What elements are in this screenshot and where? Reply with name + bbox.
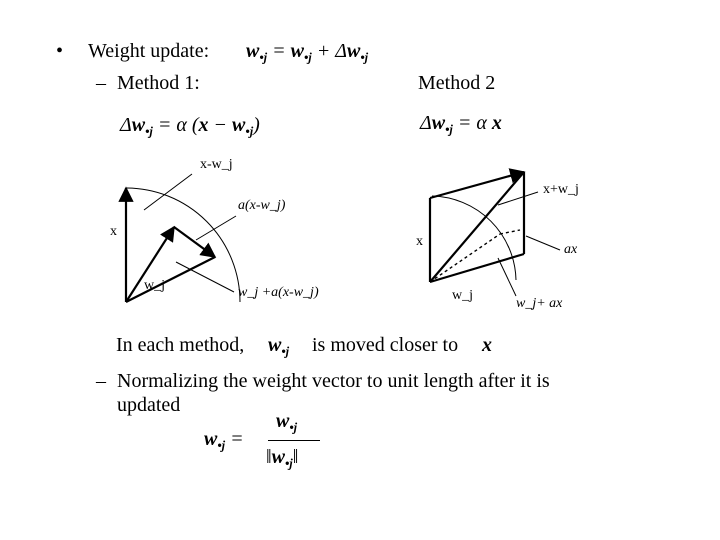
normalized-dashed-line xyxy=(429,233,501,283)
method1-equation: Δw•j = α (x − w•j) xyxy=(120,114,260,139)
diag1-sum-label: w_j +a(x-w_j) xyxy=(238,285,319,300)
diag1-xw-label: x-w_j xyxy=(200,157,233,172)
closer-text-pre: In each method, xyxy=(116,334,245,356)
updated-vector-line xyxy=(125,256,216,303)
diag2-sum-label: w_j+ ax xyxy=(516,296,563,311)
method1-label: Method 1: xyxy=(117,72,200,94)
fraction-bar xyxy=(268,440,320,441)
updated-vector-line xyxy=(429,252,525,284)
unit-arc xyxy=(125,187,241,303)
translated-wj-arrow xyxy=(429,168,526,200)
normalize-marker: – xyxy=(96,370,106,392)
unit-arc xyxy=(431,195,517,281)
normalize-numerator: w•j xyxy=(276,410,298,435)
normalize-line1: Normalizing the weight vector to unit le… xyxy=(117,370,550,392)
dashed-step xyxy=(499,229,521,235)
xw-pointer xyxy=(143,173,193,211)
wj-vector-arrow xyxy=(125,225,175,303)
ax-pointer xyxy=(525,235,561,251)
bullet-marker: • xyxy=(56,40,64,62)
normalize-denominator: ‖w•j‖ xyxy=(266,446,299,471)
sum-diagonal-line xyxy=(429,171,525,283)
wj-sum-pointer xyxy=(497,257,517,297)
normalize-lhs: w•j = xyxy=(204,428,244,453)
diag2-wj-label: w_j xyxy=(452,288,473,303)
diag2-x-label: x xyxy=(416,234,423,249)
alpha-pointer xyxy=(195,215,237,241)
diag1-alpha-label: a(x-w_j) xyxy=(238,198,286,213)
diag2-ax-label: ax xyxy=(564,242,578,257)
closer-wj-symbol: w•j xyxy=(268,334,290,359)
sum-pointer xyxy=(175,261,235,293)
closer-x-symbol: x xyxy=(482,334,492,356)
method1-diagram xyxy=(118,173,241,303)
normalize-line2: updated xyxy=(117,394,181,416)
sum-pointer xyxy=(497,191,539,206)
diag2-xw-label: x+w_j xyxy=(543,182,579,197)
method2-diagram xyxy=(428,168,561,297)
diag1-wj-label: w_j xyxy=(144,278,165,293)
method2-label: Method 2 xyxy=(418,72,496,94)
diag1-x-label: x xyxy=(110,224,117,239)
alpha-step-arrow xyxy=(173,226,217,258)
update-equation: w•j = w•j + Δw•j xyxy=(246,40,369,65)
method1-marker: – xyxy=(96,72,106,94)
method2-equation: Δw•j = α x xyxy=(420,112,502,137)
weight-update-heading: Weight update: xyxy=(88,40,210,62)
closer-text-post: is moved closer to xyxy=(312,334,459,356)
